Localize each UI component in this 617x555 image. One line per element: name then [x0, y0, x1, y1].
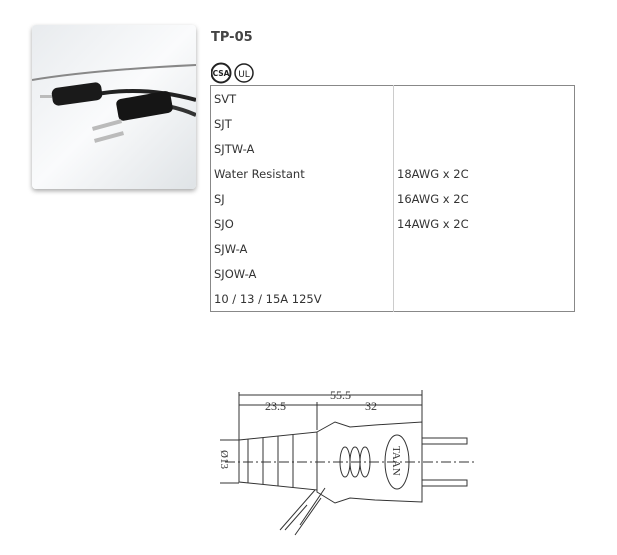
cable-size	[394, 86, 575, 112]
diameter-label: Ø13	[218, 450, 230, 469]
certification-logos: CSA UL	[210, 62, 261, 88]
total-length-label: 55.5	[330, 388, 351, 402]
cable-size	[394, 111, 575, 136]
ul-logo-icon: UL	[234, 63, 254, 83]
spec-row: SJOW-A	[210, 261, 575, 286]
cable-size: 18AWG x 2C	[397, 166, 469, 181]
cable-type: SJT	[210, 111, 394, 136]
boot-length-label: 23.5	[265, 399, 286, 413]
plug-photo-illustration	[31, 64, 197, 143]
cable-type: SVT	[210, 85, 394, 111]
cable-type: Water Resistant	[210, 161, 394, 186]
cable-size	[394, 261, 575, 286]
cable-size: 16AWG x 2C	[397, 191, 469, 206]
spec-row: SJT	[210, 111, 575, 136]
cable-type: SJW-A	[210, 236, 394, 261]
cable-size	[394, 136, 575, 161]
product-photo	[31, 25, 197, 189]
cable-size	[394, 286, 575, 312]
cable-type: SJOW-A	[210, 261, 394, 286]
cable-type: SJ	[210, 186, 394, 211]
product-title: TP-05	[211, 30, 253, 45]
cable-type: SJTW-A	[210, 136, 394, 161]
spec-row: SVT	[210, 85, 575, 112]
ul-logo-text: UL	[238, 70, 250, 80]
cable-type: 10 / 13 / 15A 125V	[210, 286, 394, 312]
spec-row: 10 / 13 / 15A 125V	[210, 286, 575, 312]
cable-size: 14AWG x 2C	[397, 216, 469, 231]
csa-logo-text: CSA	[213, 69, 230, 78]
brand-label: TAAN	[390, 446, 402, 476]
plug-dimension-drawing: 55.5 23.5 32 TAAN Ø13	[218, 388, 477, 536]
csa-logo-icon: CSA	[210, 62, 232, 84]
body-length-label: 32	[365, 399, 377, 413]
spec-row: SJW-A	[210, 236, 575, 261]
spec-row: SJTW-A	[210, 136, 575, 161]
cable-type: SJO	[210, 211, 394, 236]
cable-size	[394, 236, 575, 261]
